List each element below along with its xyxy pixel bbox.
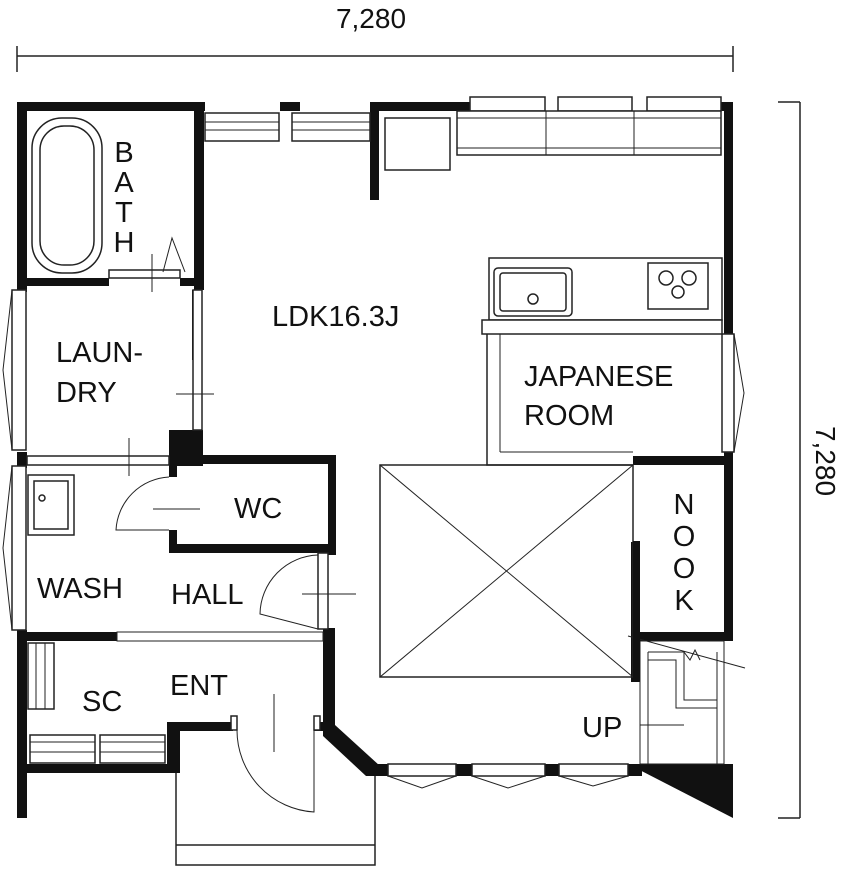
label-up: UP	[582, 712, 622, 744]
dimension-right: 7,280	[778, 101, 841, 819]
staircase	[627, 635, 746, 765]
label-wash: WASH	[37, 573, 123, 605]
windows	[2, 96, 745, 789]
label-bath-b: B	[114, 137, 133, 169]
label-sc: SC	[82, 686, 122, 718]
label-ent: ENT	[170, 670, 228, 702]
label-bath-h: H	[114, 227, 135, 259]
label-japanese-1: JAPANESE	[524, 361, 673, 393]
room-labels: B A T H LAUN- DRY LDK16.3J JAPANESE ROOM…	[37, 137, 695, 744]
fixtures	[27, 117, 746, 866]
label-nook-k: K	[674, 585, 694, 617]
label-bath-a: A	[114, 167, 134, 199]
label-bath-t: T	[115, 197, 133, 229]
walls	[17, 102, 733, 818]
label-nook-o2: O	[673, 553, 696, 585]
label-hall: HALL	[171, 579, 244, 611]
doors	[26, 236, 640, 813]
label-laundry-2: DRY	[56, 377, 117, 409]
shoe-cabinet	[27, 642, 166, 764]
label-nook-n: N	[674, 489, 695, 521]
dimension-top-label: 7,280	[336, 3, 406, 34]
dimension-right-label: 7,280	[810, 426, 841, 496]
label-japanese-2: ROOM	[524, 400, 614, 432]
label-laundry-1: LAUN-	[56, 337, 143, 369]
label-ldk: LDK16.3J	[272, 301, 399, 333]
label-nook-o1: O	[673, 521, 696, 553]
label-wc: WC	[234, 493, 282, 525]
dimension-top: 7,280	[16, 3, 734, 72]
